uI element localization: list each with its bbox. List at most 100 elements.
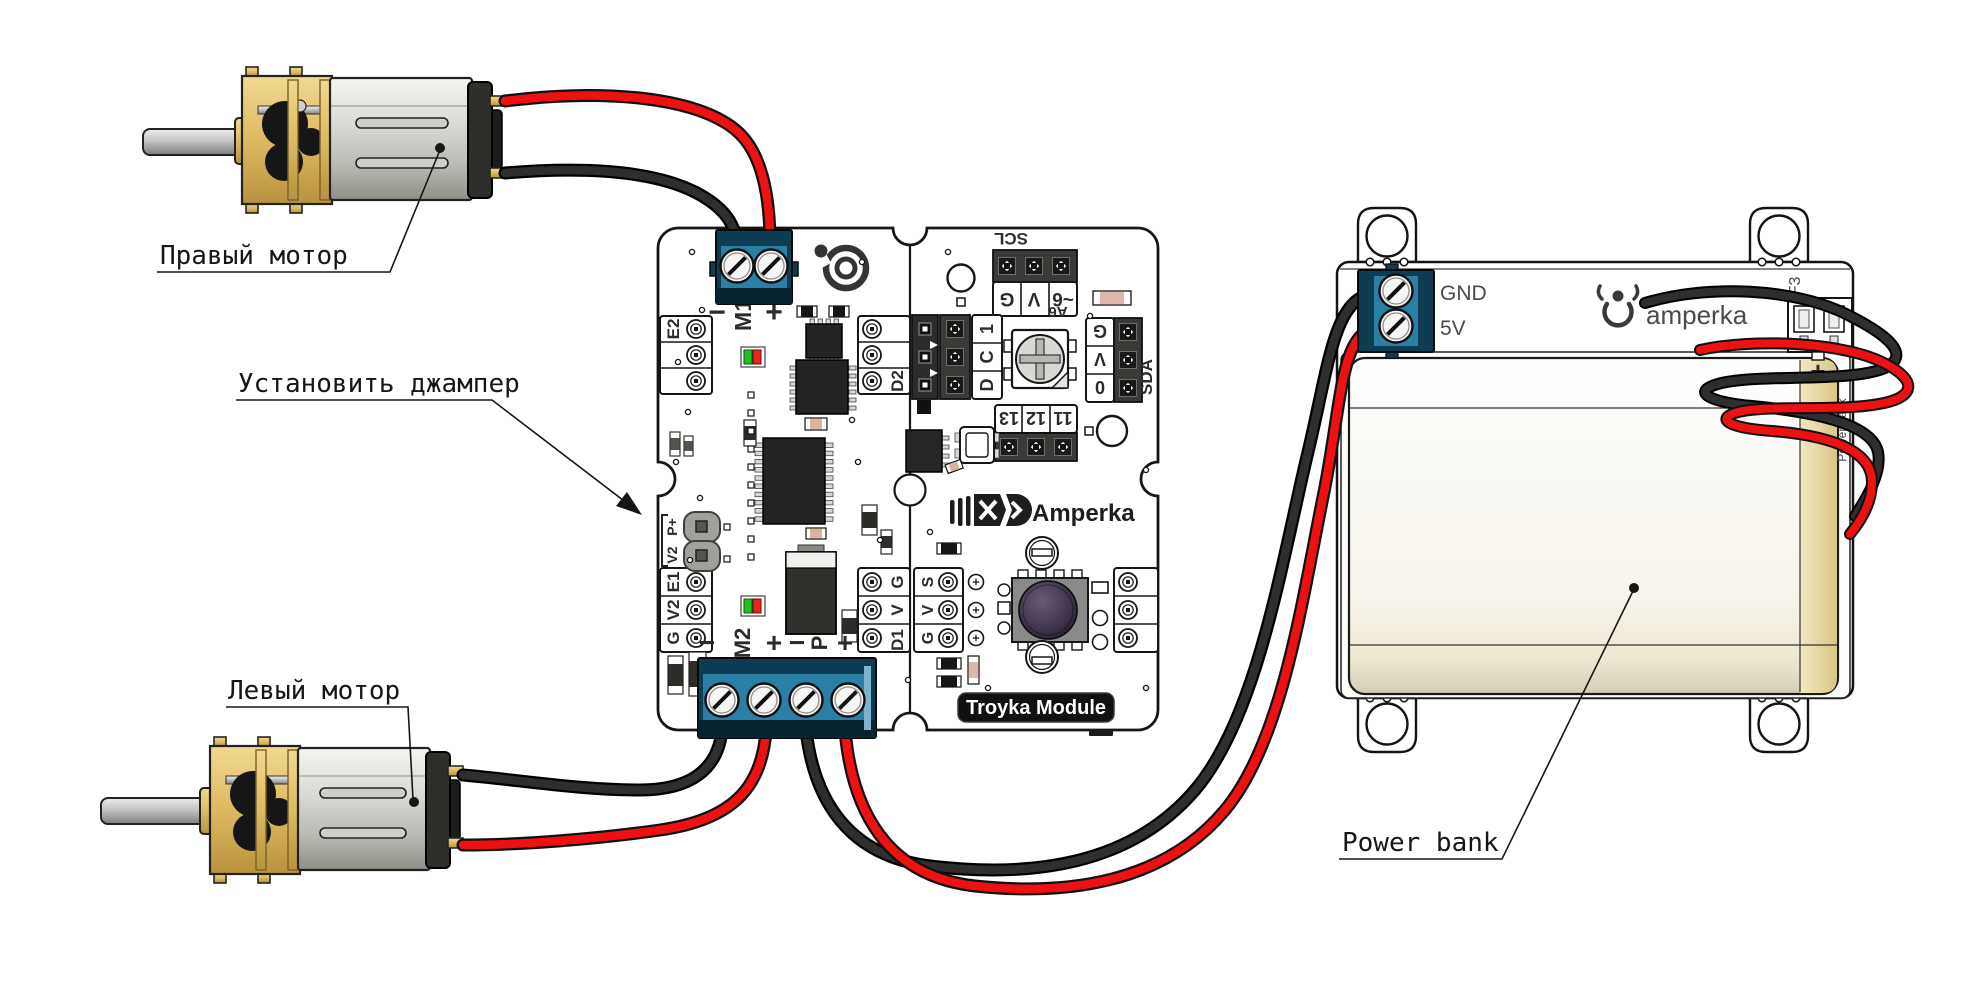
wire-m2-black bbox=[456, 723, 729, 797]
ir-receiver bbox=[997, 569, 1109, 651]
arrowhead-icon bbox=[616, 492, 642, 515]
driver-ic-cluster bbox=[754, 318, 857, 635]
p-plus: + bbox=[837, 627, 853, 658]
wire-m1-black bbox=[498, 163, 744, 251]
motor-can bbox=[328, 76, 506, 202]
callout-install-jumper-text: Установить джампер bbox=[238, 369, 520, 399]
m2-label: M2 bbox=[730, 628, 755, 659]
pad-column-g-v-d1: G V D1 bbox=[857, 567, 911, 653]
right-motor bbox=[142, 66, 506, 214]
scl-label: SCL bbox=[994, 229, 1028, 248]
ic-ssop bbox=[754, 437, 834, 525]
power-jumper: P+ V2 bbox=[661, 511, 721, 572]
pad-label-v: V bbox=[888, 604, 907, 616]
mounting-hole bbox=[1095, 414, 1129, 448]
solder-jumper-top bbox=[1025, 536, 1059, 570]
amperka-logo-icon bbox=[1596, 284, 1640, 328]
battery-wire-red bbox=[1694, 337, 1915, 540]
5v-label: 5V bbox=[1440, 317, 1466, 340]
pad-label-e2: E2 bbox=[664, 319, 683, 340]
battery-wire-black bbox=[1639, 285, 1903, 522]
sda-pin-v: V bbox=[1094, 349, 1106, 369]
troyka-badge: Troyka Module bbox=[957, 692, 1115, 723]
m2-plus: + bbox=[766, 627, 782, 658]
right-pad-column bbox=[1113, 567, 1159, 653]
svg-pin-v: V bbox=[920, 604, 937, 615]
power-capacitor bbox=[785, 544, 837, 635]
wire-power-black bbox=[799, 286, 1385, 877]
mounting-ear-icon bbox=[1748, 696, 1810, 754]
smd-passives-right bbox=[936, 542, 980, 688]
dc1-pin-d: D bbox=[977, 379, 997, 392]
sda-label: SDA bbox=[1137, 359, 1156, 395]
pad-column-d2: D2 bbox=[857, 315, 911, 395]
amperka-logo: Amperka bbox=[950, 494, 1135, 527]
sda-header: G V 0 SDA bbox=[1085, 290, 1156, 403]
callout-power-bank-text: Power bank bbox=[1342, 828, 1499, 858]
scl-pin-g: G bbox=[1000, 288, 1015, 309]
callouts: Правый мотор Установить джампер Левый мо… bbox=[157, 143, 1639, 860]
wire-m2-red bbox=[456, 723, 773, 852]
pin-13: 13 bbox=[999, 408, 1019, 428]
callout-left-motor-text: Левый мотор bbox=[228, 676, 400, 706]
scl-header: SCL G V ~6 A6 bbox=[992, 229, 1078, 320]
amperka-text: Amperka bbox=[1032, 500, 1135, 527]
jumper-label-v2: V2 bbox=[664, 546, 680, 563]
power-bank-terminal: GND 5V bbox=[1357, 263, 1487, 359]
mounting-ear-icon bbox=[1356, 206, 1418, 264]
pin-11: 11 bbox=[1053, 408, 1072, 428]
callout-left-motor: Левый мотор bbox=[226, 676, 419, 807]
troyka-driver-board: E2 D2 E1 V2 G G V D1 P+ V2 bbox=[270, 192, 1160, 736]
svg-pin-g: G bbox=[920, 632, 937, 644]
jumper-label-p-plus: P+ bbox=[664, 518, 680, 536]
sda-pin-0: 0 bbox=[1095, 377, 1105, 397]
wire-power-red bbox=[838, 321, 1385, 896]
callout-power-bank: Power bank bbox=[1339, 583, 1639, 860]
m2-minus: − bbox=[699, 627, 715, 658]
gearbox bbox=[208, 736, 302, 884]
smd-passives-left bbox=[270, 192, 893, 697]
pad-label-g: G bbox=[664, 631, 683, 644]
digital-header-13-12-11: 13 12 11 bbox=[994, 404, 1078, 462]
callout-right-motor-text: Правый мотор bbox=[160, 241, 348, 271]
wire-m1-red bbox=[498, 89, 777, 251]
pin-12: 12 bbox=[1026, 408, 1046, 428]
mounting-hole bbox=[946, 263, 976, 293]
power-bank: + Power bank amperka F3 bbox=[1335, 206, 1855, 754]
mounting-ear-icon bbox=[1748, 206, 1810, 264]
trimmer-pot bbox=[1003, 328, 1077, 390]
callout-install-jumper: Установить джампер bbox=[236, 369, 642, 515]
p-label: P bbox=[807, 636, 832, 651]
ir-dome-icon bbox=[1018, 580, 1078, 640]
via-squares bbox=[723, 391, 755, 563]
pad-label-v2: V2 bbox=[664, 600, 683, 621]
dc1-pin-c: C bbox=[977, 351, 997, 364]
pad-label-d2: D2 bbox=[888, 370, 907, 392]
gnd-label: GND bbox=[1440, 282, 1487, 305]
pad-column-e2: E2 bbox=[659, 315, 713, 395]
sda-pin-g: G bbox=[1093, 321, 1107, 341]
scl-pin-v: V bbox=[1027, 288, 1040, 309]
troyka-badge-text: Troyka Module bbox=[966, 697, 1106, 719]
p-minus: − bbox=[789, 627, 805, 658]
tilted-resistor bbox=[944, 458, 964, 475]
wires bbox=[456, 89, 1915, 896]
gearbox bbox=[240, 66, 334, 214]
m2-p-terminal bbox=[697, 657, 877, 739]
callout-right-motor: Правый мотор bbox=[157, 143, 445, 273]
motor-shaft bbox=[100, 797, 213, 825]
dc1-pin-1: 1 bbox=[977, 324, 997, 334]
pad-column-e1-v2-g: E1 V2 G bbox=[659, 567, 713, 653]
status-led-m1 bbox=[740, 346, 766, 368]
motor-shaft bbox=[142, 128, 251, 156]
ic-soic8 bbox=[805, 318, 843, 364]
dc1-header: 1 C D bbox=[911, 314, 1003, 400]
ic-divider bbox=[905, 429, 950, 473]
svg-pin-s: S bbox=[920, 576, 937, 587]
motor-can bbox=[296, 746, 464, 872]
status-led-m2 bbox=[740, 595, 766, 617]
a6-label: A6 bbox=[1048, 303, 1067, 320]
board-notch-hole bbox=[893, 473, 927, 507]
pad-label-d1: D1 bbox=[888, 629, 907, 651]
